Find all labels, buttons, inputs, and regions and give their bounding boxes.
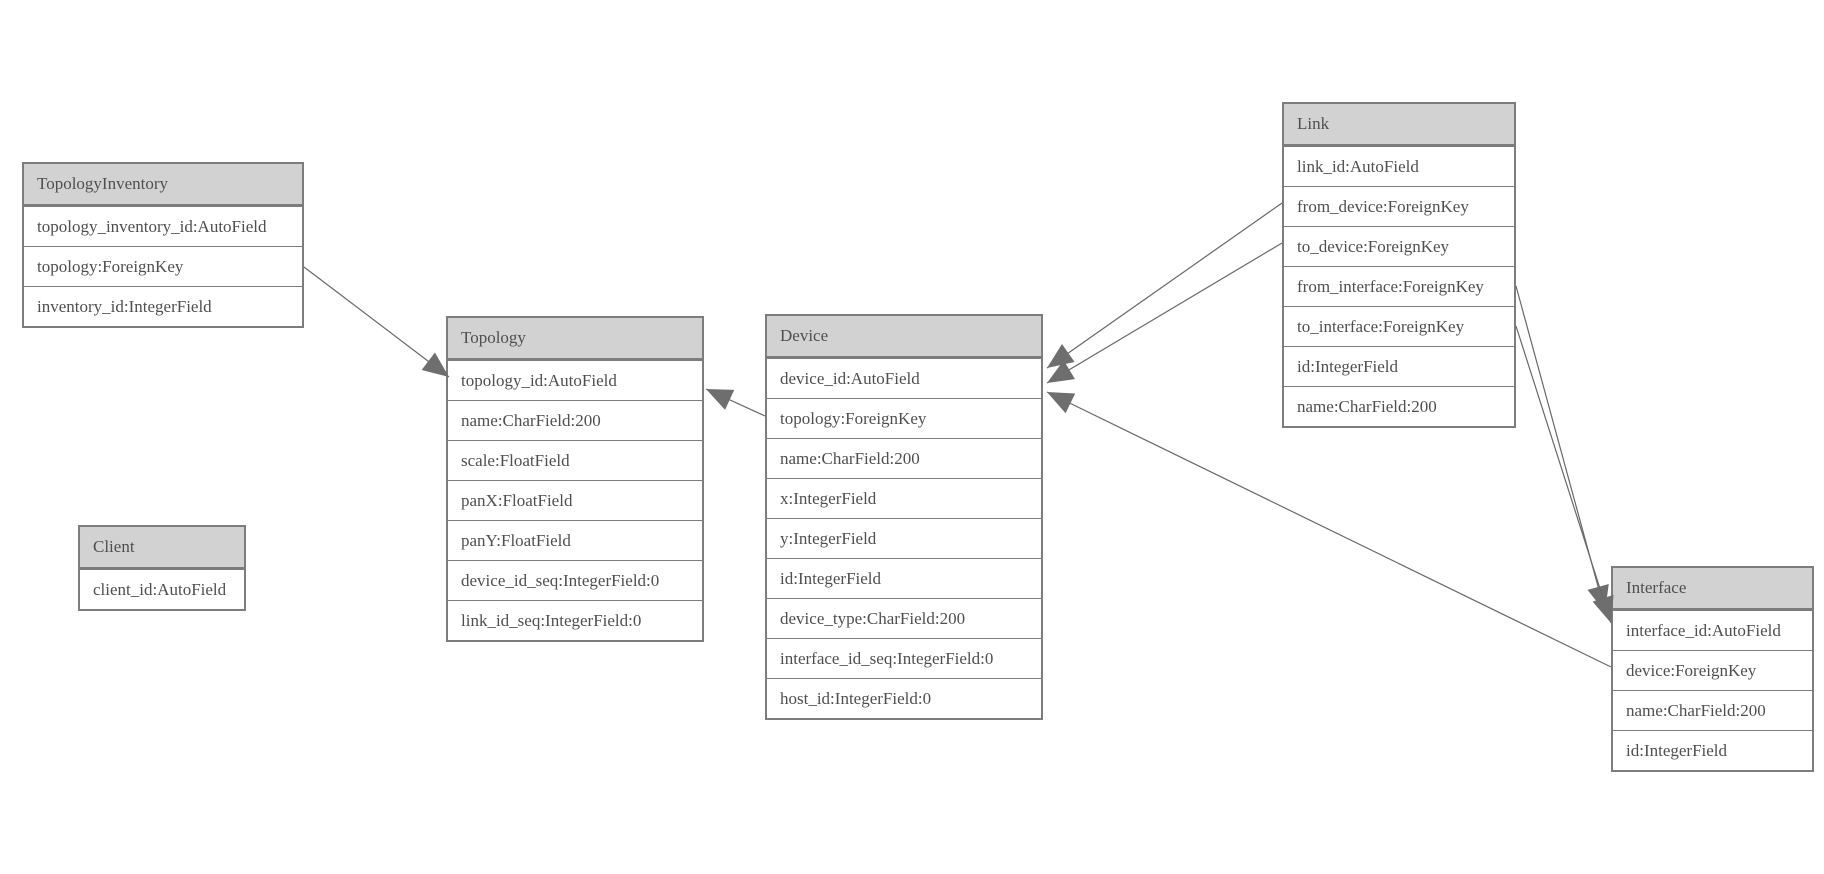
arrowhead-icon <box>1047 392 1076 414</box>
field-row: topology:ForeignKey <box>24 246 302 286</box>
field-row: panX:FloatField <box>448 480 702 520</box>
field-row: id:IntegerField <box>1284 346 1514 386</box>
entity-title: Link <box>1284 104 1514 146</box>
field-row: from_interface:ForeignKey <box>1284 266 1514 306</box>
field-row: device:ForeignKey <box>1613 650 1812 690</box>
field-row: id:IntegerField <box>767 558 1041 598</box>
relation-link-to-device <box>1046 242 1283 384</box>
field-row: topology:ForeignKey <box>767 398 1041 438</box>
relation-line <box>705 388 766 417</box>
field-row: link_id_seq:IntegerField:0 <box>448 600 702 640</box>
relation-line <box>1046 202 1283 369</box>
field-row: to_interface:ForeignKey <box>1284 306 1514 346</box>
arrowhead-icon <box>1047 360 1075 383</box>
relation-line <box>303 266 450 378</box>
arrowhead-icon <box>706 389 735 410</box>
field-row: topology_id:AutoField <box>448 360 702 400</box>
entity-title: TopologyInventory <box>24 164 302 206</box>
field-row: topology_inventory_id:AutoField <box>24 206 302 246</box>
field-row: name:CharField:200 <box>1284 386 1514 426</box>
field-row: name:CharField:200 <box>1613 690 1812 730</box>
field-row: x:IntegerField <box>767 478 1041 518</box>
entity-title: Topology <box>448 318 702 360</box>
arrowhead-icon <box>1587 584 1609 612</box>
entity-title: Client <box>80 527 244 569</box>
field-row: panY:FloatField <box>448 520 702 560</box>
field-row: device_id:AutoField <box>767 358 1041 398</box>
field-row: from_device:ForeignKey <box>1284 186 1514 226</box>
field-row: id:IntegerField <box>1613 730 1812 770</box>
field-row: scale:FloatField <box>448 440 702 480</box>
entity-title: Device <box>767 316 1041 358</box>
relation-interface-device <box>1046 391 1612 668</box>
relation-line <box>1046 391 1612 668</box>
relation-line <box>1046 242 1283 384</box>
field-row: name:CharField:200 <box>448 400 702 440</box>
field-row: interface_id_seq:IntegerField:0 <box>767 638 1041 678</box>
field-row: host_id:IntegerField:0 <box>767 678 1041 718</box>
relation-link-from-interface <box>1515 285 1609 613</box>
relation-topologyinventory-topology <box>303 266 450 378</box>
field-row: client_id:AutoField <box>80 569 244 609</box>
arrowhead-icon <box>421 352 449 377</box>
arrowhead-icon <box>1047 344 1075 368</box>
field-row: device_id_seq:IntegerField:0 <box>448 560 702 600</box>
field-row: name:CharField:200 <box>767 438 1041 478</box>
field-row: interface_id:AutoField <box>1613 610 1812 650</box>
field-row: link_id:AutoField <box>1284 146 1514 186</box>
field-row: to_device:ForeignKey <box>1284 226 1514 266</box>
relation-link-from-device <box>1046 202 1283 369</box>
relation-line <box>1515 325 1612 624</box>
relation-line <box>1515 285 1606 613</box>
relation-device-topology <box>705 388 766 417</box>
entity-title: Interface <box>1613 568 1812 610</box>
field-row: y:IntegerField <box>767 518 1041 558</box>
field-row: inventory_id:IntegerField <box>24 286 302 326</box>
relation-link-to-interface <box>1515 325 1614 624</box>
field-row: device_type:CharField:200 <box>767 598 1041 638</box>
